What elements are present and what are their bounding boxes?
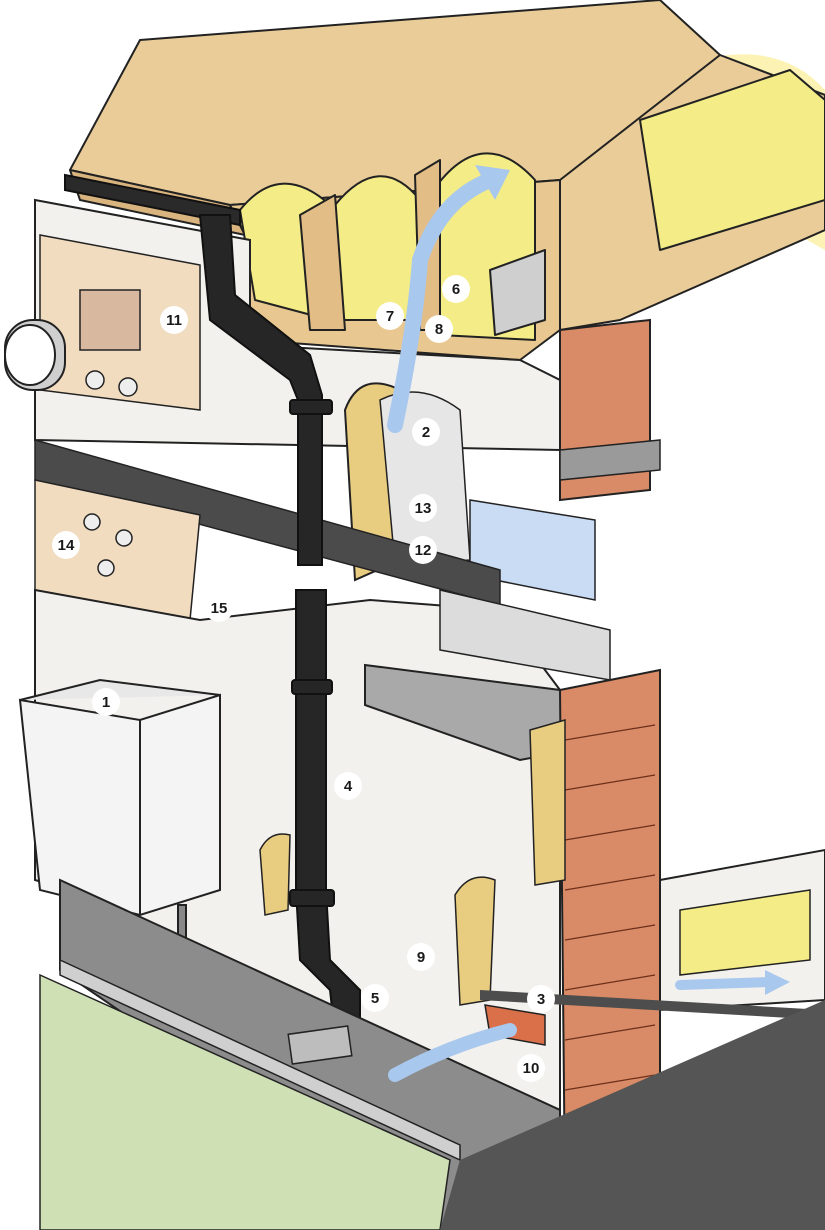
fixing-anchor-icon-4 (115, 529, 133, 547)
callout-12: 12 (409, 536, 437, 564)
fixing-anchor-icon-2 (118, 377, 138, 397)
wall-light-icon (4, 319, 66, 391)
downpipe (198, 214, 361, 1036)
callout-1: 1 (92, 688, 120, 716)
meter-box (18, 678, 221, 961)
airflow-arrow-roof-head (475, 165, 510, 200)
roof-insulation-right (639, 69, 825, 251)
airflow-arrow-base (388, 1023, 517, 1082)
callout-4: 4 (334, 772, 362, 800)
fixing-plate (79, 289, 141, 351)
callout-8: 8 (425, 315, 453, 343)
plinth-insulation-right (454, 876, 496, 1006)
ground-dark (440, 1000, 825, 1230)
gully-drain-icon (287, 1025, 353, 1065)
callout-14: 14 (52, 531, 80, 559)
callout-15: 15 (205, 594, 233, 622)
airflow-arrow-floor (675, 977, 775, 990)
roof-eaves (69, 0, 825, 361)
callout-3: 3 (527, 985, 555, 1013)
fixing-anchor-icon-3 (83, 513, 101, 531)
brick-pier-insulation (529, 719, 566, 886)
callout-11: 11 (160, 306, 188, 334)
window-glass-upper (469, 499, 596, 601)
callout-6: 6 (442, 275, 470, 303)
callout-5: 5 (361, 984, 389, 1012)
cavity-cutaway-upper (379, 391, 471, 566)
fixing-anchor-icon-1 (85, 370, 105, 390)
airflow-arrow-roof (387, 172, 498, 433)
grass (39, 973, 451, 1230)
gutter (64, 173, 241, 227)
callout-2: 2 (412, 418, 440, 446)
callout-7: 7 (376, 302, 404, 330)
window-head-lintel (559, 439, 661, 481)
eaves-vent-board (489, 249, 546, 336)
rafter-1 (299, 194, 346, 331)
airflow-arrow-floor-head (765, 970, 790, 995)
loft-insulation-mid (334, 175, 421, 321)
callout-13: 13 (409, 494, 437, 522)
callout-10: 10 (517, 1054, 545, 1082)
floor-insulation-right (679, 889, 811, 976)
callout-9: 9 (407, 943, 435, 971)
dpc-band (480, 990, 825, 1020)
fixing-anchor-icon-5 (97, 559, 115, 577)
plinth-insulation-left (259, 833, 291, 916)
